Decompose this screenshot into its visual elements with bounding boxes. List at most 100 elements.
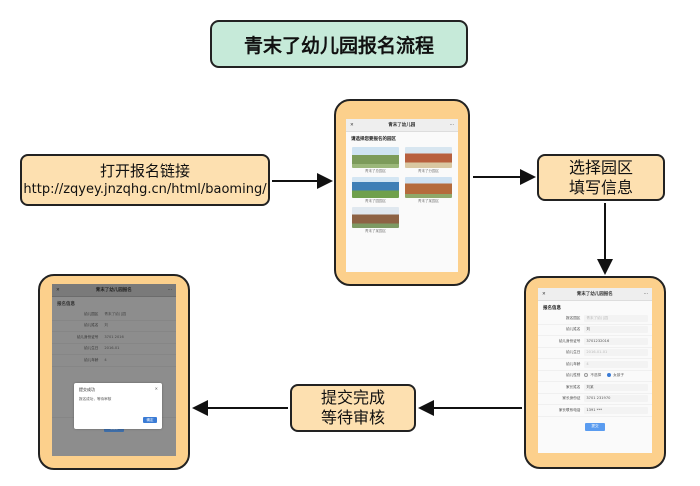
step-select-campus: 选择园区 填写信息 <box>537 154 665 201</box>
form-label: 报名园区 <box>566 315 581 320</box>
radio-icon <box>584 373 589 378</box>
campus-caption: 青末了某园区 <box>418 199 439 203</box>
form-label: 幼儿园区 <box>84 311 99 316</box>
step-submit-line2: 等待审核 <box>320 408 385 427</box>
form-label: 幼儿姓名 <box>566 327 581 332</box>
campus-photo <box>405 147 452 168</box>
phone-result-topbar: ✕ 青末了幼儿园报名 ··· <box>52 284 176 297</box>
more-icon[interactable]: ··· <box>449 122 454 128</box>
campus-card[interactable]: 青末了园园区 <box>352 177 399 204</box>
form-value: 青末了幼儿园 <box>104 311 126 316</box>
phone-result-screen: ✕ 青末了幼儿园报名 ··· 报名信息 幼儿园区 青末了幼儿园 幼儿姓名 刘 幼… <box>52 284 176 456</box>
step-open-link-url: http://zqyey.jnzqhg.cn/html/baoming/ <box>23 182 267 197</box>
form-input[interactable]: 3701 231970 <box>584 395 648 403</box>
form-row: 幼儿年龄 4 <box>52 355 176 367</box>
phone-result: ✕ 青末了幼儿园报名 ··· 报名信息 幼儿园区 青末了幼儿园 幼儿姓名 刘 幼… <box>38 274 190 470</box>
form-value: 2016-01 <box>104 346 120 351</box>
phone-result-header-title: 青末了幼儿园报名 <box>95 288 132 293</box>
form-input[interactable]: 2016-01-01 <box>584 349 648 357</box>
close-icon[interactable]: ✕ <box>56 287 60 293</box>
form-label: 幼儿身份证号 <box>558 338 581 343</box>
form-row: 幼儿生日 2016-01-01 <box>538 348 652 359</box>
form-label: 家长姓名 <box>566 384 581 389</box>
more-icon[interactable]: ··· <box>167 287 172 293</box>
phone-result-subtitle: 报名信息 <box>57 302 75 307</box>
step-open-link: 打开报名链接 http://zqyey.jnzqhg.cn/html/baomi… <box>20 154 270 206</box>
campus-card[interactable]: 青末了分园区 <box>405 147 452 174</box>
close-icon[interactable]: ✕ <box>542 291 546 297</box>
campus-photo <box>352 177 399 198</box>
form-value: 刘 <box>104 323 108 328</box>
step-submit-line1: 提交完成 <box>320 388 385 407</box>
campus-card[interactable]: 青末了某园区 <box>352 207 399 234</box>
campus-photo <box>405 177 452 198</box>
campus-grid: 青末了总园区 青末了分园区 青末了园园区 青末了某园区 青末了某园区 <box>346 144 458 234</box>
form-row: 幼儿身份证号 3701 2016 <box>52 332 176 344</box>
phone-campus-subtitle: 请选择您要报名的园区 <box>351 137 396 142</box>
campus-caption: 青末了某园区 <box>365 229 386 233</box>
gender-radio-group: 不选择 女孩子 <box>584 373 648 378</box>
campus-caption: 青末了总园区 <box>365 169 386 173</box>
radio-checked-icon <box>607 373 612 378</box>
phone-form-header-title: 青末了幼儿园报名 <box>576 292 613 297</box>
form-input[interactable]: 青末了幼儿园 <box>584 314 648 322</box>
gender-radio-option[interactable]: 女孩子 <box>607 373 624 378</box>
dialog-ok-button[interactable]: 确定 <box>143 417 157 423</box>
form-row: 幼儿生日 2016-01 <box>52 344 176 355</box>
dialog-message: 报名成功，等待审核 <box>79 397 112 401</box>
form-label: 家长身份证 <box>562 396 581 401</box>
campus-photo <box>352 147 399 168</box>
step-select-line2: 填写信息 <box>568 177 633 197</box>
phone-campus-topbar: ✕ 青末了幼儿园 ··· <box>346 119 458 132</box>
phone-campus-header-title: 青末了幼儿园 <box>388 123 416 128</box>
form-label: 家长联系电话 <box>558 407 581 412</box>
step-select-line1: 选择园区 <box>568 157 633 177</box>
dialog-title: 提交成功 <box>79 387 95 392</box>
form-value: 4 <box>104 357 107 362</box>
more-icon[interactable]: ··· <box>643 291 648 297</box>
phone-campus-screen: ✕ 青末了幼儿园 ··· 请选择您要报名的园区 青末了总园区 青末了分园区 青末… <box>346 119 458 272</box>
form-label: 幼儿生日 <box>84 346 99 351</box>
form-row: 幼儿园区 青末了幼儿园 <box>52 309 176 321</box>
form-row: 幼儿姓名 刘 <box>538 325 652 336</box>
form-label: 幼儿性别 <box>566 373 581 378</box>
form-input[interactable]: 刘 <box>584 326 648 334</box>
form-row: 家长姓名 刘某 <box>538 382 652 394</box>
phone-campus-select: ✕ 青末了幼儿园 ··· 请选择您要报名的园区 青末了总园区 青末了分园区 青末… <box>334 99 470 286</box>
form-label: 幼儿姓名 <box>84 323 99 328</box>
form-label: 幼儿年龄 <box>84 357 99 362</box>
step-open-link-label: 打开报名链接 <box>99 162 190 180</box>
submit-button[interactable]: 提交 <box>585 422 605 431</box>
form-input[interactable]: 3701232016 <box>584 337 648 345</box>
gender-option-label: 女孩子 <box>613 373 624 378</box>
form-input[interactable]: 1391 *** <box>584 406 648 414</box>
form-row: 幼儿年龄 4 <box>538 359 652 371</box>
form-row: 报名园区 青末了幼儿园 <box>538 313 652 325</box>
campus-card[interactable]: 青末了某园区 <box>405 177 452 204</box>
diagram-title: 青末了幼儿园报名流程 <box>210 20 468 68</box>
campus-card[interactable]: 青末了总园区 <box>352 147 399 174</box>
form-value: 3701 2016 <box>104 334 124 339</box>
gender-radio-option[interactable]: 不选择 <box>584 373 601 378</box>
form-label: 幼儿生日 <box>566 350 581 355</box>
form-row: 幼儿身份证号 3701232016 <box>538 336 652 348</box>
close-icon[interactable]: ✕ <box>350 122 354 128</box>
form-row: 家长身份证 3701 231970 <box>538 394 652 405</box>
form-input[interactable]: 4 <box>584 360 648 368</box>
form-label: 幼儿年龄 <box>566 361 581 366</box>
form-label: 幼儿身份证号 <box>76 334 99 339</box>
form-row: 幼儿姓名 刘 <box>52 321 176 332</box>
phone-form-screen: ✕ 青末了幼儿园报名 ··· 报名信息 报名园区 青末了幼儿园 幼儿姓名 刘 幼… <box>538 288 652 453</box>
campus-caption: 青末了园园区 <box>365 199 386 203</box>
form-row: 家长联系电话 1391 *** <box>538 405 652 417</box>
form-input[interactable]: 刘某 <box>584 383 648 391</box>
phone-form: ✕ 青末了幼儿园报名 ··· 报名信息 报名园区 青末了幼儿园 幼儿姓名 刘 幼… <box>524 276 666 469</box>
campus-caption: 青末了分园区 <box>418 169 439 173</box>
close-icon[interactable]: ✕ <box>154 386 158 391</box>
success-dialog: 提交成功 ✕ 报名成功，等待审核 确定 <box>74 383 162 429</box>
step-submit: 提交完成 等待审核 <box>290 384 416 432</box>
campus-photo <box>352 207 399 228</box>
form-row-gender: 幼儿性别 不选择 女孩子 <box>538 371 652 382</box>
phone-form-subtitle: 报名信息 <box>543 306 561 311</box>
gender-option-label: 不选择 <box>590 373 602 378</box>
